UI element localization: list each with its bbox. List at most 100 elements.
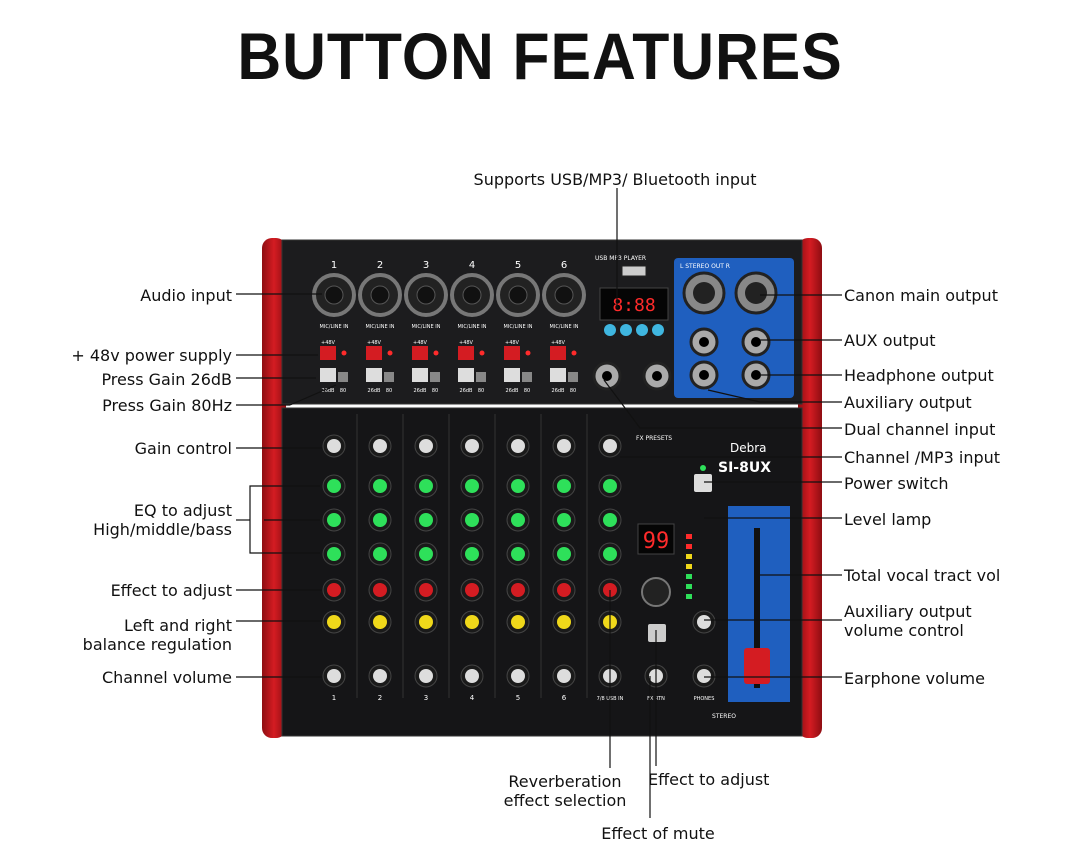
gain26-label-2: 26dB bbox=[368, 388, 382, 394]
meter-led-2 bbox=[686, 554, 692, 559]
label-right-6: Power switch bbox=[844, 474, 949, 493]
label-right-0: Canon main output bbox=[844, 286, 998, 305]
gain26-button-4 bbox=[458, 368, 474, 382]
gain80-button-3 bbox=[430, 372, 440, 382]
phantom-button-5 bbox=[504, 346, 520, 360]
gain26-button-3 bbox=[412, 368, 428, 382]
label-left-6: Effect to adjust bbox=[110, 581, 232, 600]
right-side-panel bbox=[798, 238, 822, 738]
meter-led-5 bbox=[686, 584, 692, 589]
stereo-label: STEREO bbox=[712, 713, 736, 720]
brand-name: Debra bbox=[730, 441, 767, 455]
fx-preset-display bbox=[637, 523, 675, 555]
gain26-label-4: 26dB bbox=[460, 388, 474, 394]
gain80-label-3: 80 bbox=[432, 388, 438, 394]
gain26-button-2 bbox=[366, 368, 382, 382]
usb-port bbox=[621, 265, 647, 277]
label-left-8: Channel volume bbox=[101, 668, 232, 687]
label-right-1: AUX output bbox=[844, 331, 936, 350]
label-usb-mp3-bluetooth: Supports USB/MP3/ Bluetooth input bbox=[473, 170, 757, 189]
phantom-button-2 bbox=[366, 346, 382, 360]
usb-player-display bbox=[599, 287, 669, 321]
gain80-label-1: 80 bbox=[340, 388, 346, 394]
channel-number-2: 2 bbox=[377, 260, 383, 271]
label-left-0: Audio input bbox=[140, 286, 232, 305]
label-right-8: Total vocal tract vol bbox=[844, 566, 1001, 585]
phantom-label-2: +48V bbox=[367, 340, 382, 346]
gain80-label-2: 80 bbox=[386, 388, 392, 394]
label-right-7: Level lamp bbox=[844, 510, 932, 529]
label-bottom-2: Effect of mute bbox=[601, 824, 715, 843]
program-knob bbox=[641, 577, 671, 607]
label-right-10: Earphone volume bbox=[844, 669, 985, 688]
phantom-button-1 bbox=[320, 346, 336, 360]
phantom-button-3 bbox=[412, 346, 428, 360]
channel-number-4: 4 bbox=[469, 260, 475, 271]
power-switch bbox=[694, 474, 712, 492]
channel-number-1: 1 bbox=[331, 260, 337, 271]
label-right-5: Channel /MP3 input bbox=[844, 448, 1001, 467]
gain80-label-6: 80 bbox=[570, 388, 576, 394]
phantom-button-6 bbox=[550, 346, 566, 360]
label-left-3: Press Gain 80Hz bbox=[102, 396, 232, 415]
phantom-label-3: +48V bbox=[413, 340, 428, 346]
master-fader-slot bbox=[754, 528, 760, 688]
channel-footer-1: 1 bbox=[332, 694, 336, 702]
channel-footer-2: 2 bbox=[378, 694, 382, 702]
gain80-label-4: 80 bbox=[478, 388, 484, 394]
fx-presets-title: FX PRESETS bbox=[636, 435, 672, 442]
meter-led-4 bbox=[686, 574, 692, 579]
master-fader-cap bbox=[744, 648, 770, 684]
channel-footer-3: 3 bbox=[424, 694, 428, 702]
gain26-label-3: 26dB bbox=[414, 388, 428, 394]
mic-line-label-6: MIC/LINE IN bbox=[550, 324, 579, 330]
label-right-3: Auxiliary output bbox=[844, 393, 972, 412]
phantom-button-4 bbox=[458, 346, 474, 360]
gain26-button-6 bbox=[550, 368, 566, 382]
channel-number-5: 5 bbox=[515, 260, 521, 271]
player-buttons bbox=[604, 324, 664, 336]
phantom-label-4: +48V bbox=[459, 340, 474, 346]
phantom-label-1: +48V bbox=[321, 340, 336, 346]
mic-line-label-3: MIC/LINE IN bbox=[412, 324, 441, 330]
gain26-label-6: 26dB bbox=[552, 388, 566, 394]
phantom-label-5: +48V bbox=[505, 340, 520, 346]
usb-player-title: USB MP3 PLAYER bbox=[595, 255, 646, 262]
gain80-button-5 bbox=[522, 372, 532, 382]
channel-number-3: 3 bbox=[423, 260, 429, 271]
gain26-label-5: 26dB bbox=[506, 388, 520, 394]
gain26-button-5 bbox=[504, 368, 520, 382]
mic-line-label-4: MIC/LINE IN bbox=[458, 324, 487, 330]
mic-line-label-1: MIC/LINE IN bbox=[320, 324, 349, 330]
phones-label: PHONES bbox=[694, 696, 715, 702]
phantom-label-6: +48V bbox=[551, 340, 566, 346]
gain80-button-4 bbox=[476, 372, 486, 382]
gain80-button-2 bbox=[384, 372, 394, 382]
meter-led-6 bbox=[686, 594, 692, 599]
channel-footer-4: 4 bbox=[470, 694, 475, 702]
mute-button bbox=[648, 624, 666, 642]
label-left-4: Gain control bbox=[134, 439, 232, 458]
channel-footer-6: 6 bbox=[562, 694, 567, 702]
gain80-label-5: 80 bbox=[524, 388, 530, 394]
meter-led-1 bbox=[686, 544, 692, 549]
model-name: SI-8UX bbox=[718, 460, 771, 476]
mic-line-label-5: MIC/LINE IN bbox=[504, 324, 533, 330]
label-left-1: + 48v power supply bbox=[71, 346, 232, 365]
label-left-2: Press Gain 26dB bbox=[101, 370, 232, 389]
usb-player-readout: 8:88 bbox=[612, 295, 655, 316]
gain80-button-6 bbox=[568, 372, 578, 382]
label-right-2: Headphone output bbox=[844, 366, 994, 385]
label-right-4: Dual channel input bbox=[844, 420, 996, 439]
left-side-panel bbox=[262, 238, 286, 738]
fx-preset-readout: 99 bbox=[643, 529, 670, 554]
meter-led-0 bbox=[686, 534, 692, 539]
label-bottom-1: Effect to adjust bbox=[648, 770, 770, 789]
page-title: BUTTON FEATURES bbox=[237, 19, 843, 93]
